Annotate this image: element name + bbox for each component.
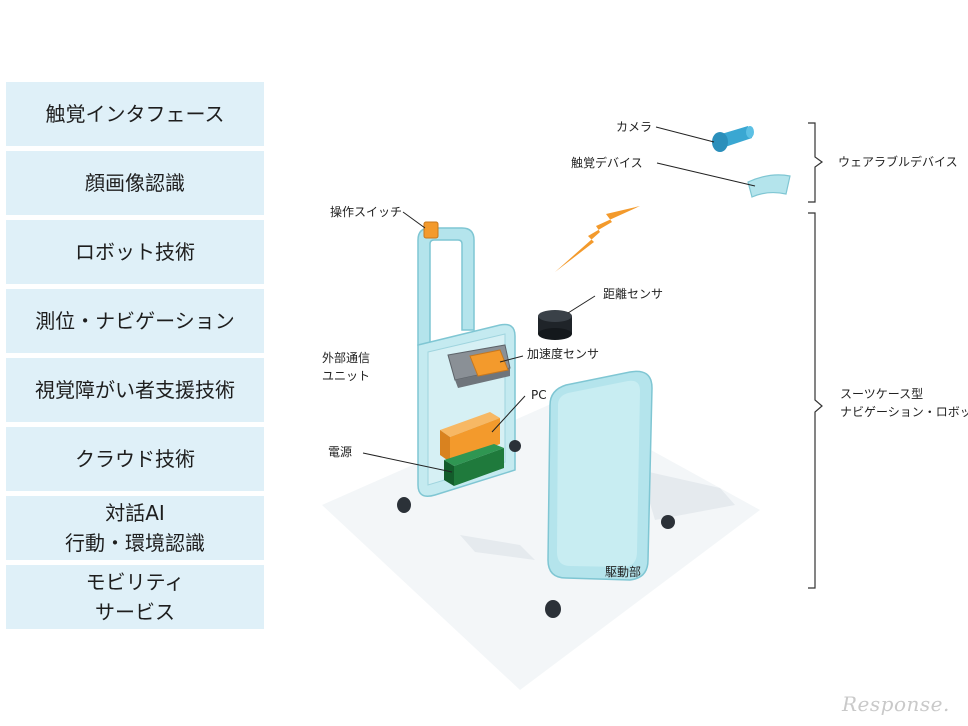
- suitcase-wheels: [397, 440, 521, 513]
- label-accelerometer: 加速度センサ: [527, 346, 599, 361]
- drive-wheels: [545, 515, 675, 618]
- tech-item-cloud: クラウド技術: [6, 427, 264, 491]
- operation-switch: [423, 221, 439, 239]
- tech-item-visual-impairment-support: 視覚障がい者支援技術: [6, 358, 264, 422]
- label-power: 電源: [328, 445, 352, 459]
- shadow-case: [460, 535, 535, 560]
- camera-icon: [712, 126, 754, 152]
- group-label-robot-line1: スーツケース型: [840, 387, 923, 401]
- haptic-device-icon: [747, 174, 791, 198]
- suitcase-handle: [417, 227, 475, 346]
- pc-box: [440, 412, 500, 462]
- label-camera: カメラ: [616, 120, 652, 134]
- label-distance-sensor: 距離センサ: [603, 287, 663, 301]
- label-pc: PC: [531, 388, 547, 402]
- group-label-wearable: ウェアラブルデバイス: [838, 154, 958, 169]
- label-comm-unit-line2: ユニット: [322, 369, 370, 383]
- shadow-drive: [640, 470, 735, 520]
- response-logo: Response.: [842, 692, 950, 716]
- accelerometer: [469, 349, 509, 377]
- tech-item-positioning-navigation: 測位・ナビゲーション: [6, 289, 264, 353]
- group-brackets: [808, 122, 824, 589]
- group-label-robot-line2: ナビゲーション・ロボット: [840, 405, 968, 419]
- ground-plane: [322, 400, 760, 690]
- drive-unit: [547, 370, 653, 581]
- label-haptic-device: 触覚デバイス: [571, 155, 643, 170]
- tech-item-face-recognition: 顔画像認識: [6, 151, 264, 215]
- tech-item-haptic-interface: 触覚インタフェース: [6, 82, 264, 146]
- distance-sensor: [538, 310, 572, 340]
- power-box: [444, 444, 504, 486]
- wireless-link-icon: [555, 206, 640, 272]
- leader-lines: [362, 126, 756, 473]
- tech-item-dialogue-ai-recognition: 対話AI 行動・環境認識: [6, 496, 264, 560]
- tech-item-mobility-service: モビリティ サービス: [6, 565, 264, 629]
- label-operation-switch: 操作スイッチ: [330, 204, 402, 219]
- label-comm-unit-line1: 外部通信: [322, 350, 370, 365]
- label-drive-unit: 駆動部: [605, 564, 641, 579]
- tech-item-robotics: ロボット技術: [6, 220, 264, 284]
